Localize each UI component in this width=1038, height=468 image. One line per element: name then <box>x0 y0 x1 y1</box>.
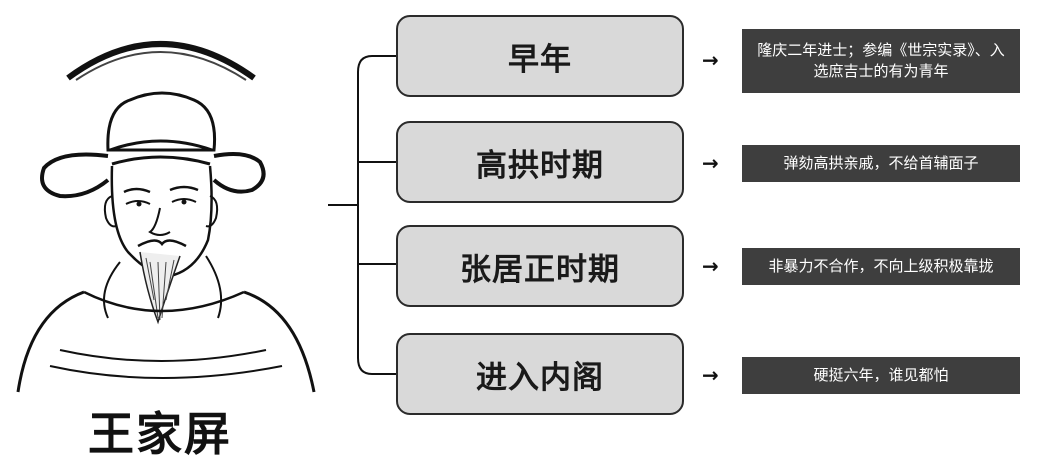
right-arrow-icon: → <box>702 363 719 387</box>
description-entering-cabinet: 硬挺六年，谁见都怕 <box>742 357 1020 394</box>
description-zhang-juzheng-period: 非暴力不合作，不向上级积极靠拢 <box>742 248 1020 285</box>
description-gao-gong-period: 弹劾高拱亲戚，不给首辅面子 <box>742 145 1020 182</box>
stage-box-entering-cabinet: 进入内阁 <box>396 333 684 415</box>
description-early-years: 隆庆二年进士；参编《世宗实录》、入选庶吉士的有为青年 <box>742 29 1020 93</box>
right-arrow-icon: → <box>702 254 719 278</box>
stage-box-early-years: 早年 <box>396 15 684 97</box>
right-arrow-icon: → <box>702 48 719 72</box>
right-arrow-icon: → <box>702 151 719 175</box>
portrait-illustration <box>16 41 316 393</box>
stage-box-zhang-juzheng-period: 张居正时期 <box>396 225 684 307</box>
stage-box-gao-gong-period: 高拱时期 <box>396 121 684 203</box>
person-name: 王家屏 <box>88 407 232 461</box>
